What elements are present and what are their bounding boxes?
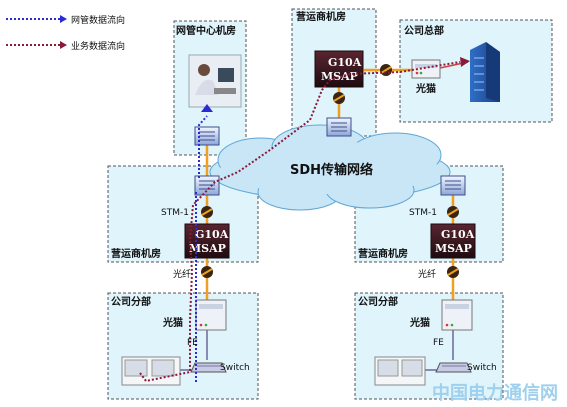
nms-flow-path <box>195 115 208 382</box>
svg-text:G10A: G10A <box>328 56 362 69</box>
stm1-left-label: STM-1 <box>161 208 189 218</box>
svg-text:G10A: G10A <box>195 228 229 241</box>
fiber-left-label: 光纤 <box>173 268 191 280</box>
legend-nms-arrow-icon <box>60 15 67 23</box>
switch-left-label: Switch <box>220 363 250 373</box>
fe-left-label: FE <box>187 338 198 348</box>
sdh-label: SDH传输网络 <box>290 162 373 178</box>
stm1-right-label: STM-1 <box>409 208 437 218</box>
optical-cat-hq-label: 光猫 <box>415 82 436 95</box>
legend-service-label: 业务数据流向 <box>71 40 125 52</box>
msap-top: G10A MSAP <box>314 50 364 88</box>
switch-right-icon <box>435 362 472 373</box>
svg-text:MSAP: MSAP <box>435 242 472 255</box>
watermark: 中国电力通信网 <box>432 382 558 404</box>
room-branch-right-label: 公司分部 <box>358 295 398 308</box>
branch-left-pc-icon <box>121 356 181 386</box>
sdh-node-nms-icon <box>194 126 220 146</box>
sdh-node-right-icon <box>440 175 466 196</box>
room-carrier-right-label: 营运商机房 <box>358 247 408 260</box>
sdh-node-left-icon <box>194 175 220 196</box>
sdh-cloud <box>209 124 451 211</box>
optical-cat-left-label: 光猫 <box>162 316 183 329</box>
hq-building-icon <box>470 42 500 102</box>
nms-flow-arrow-icon <box>201 104 213 112</box>
room-carrier-top-label: 营运商机房 <box>296 10 346 23</box>
svg-text:G10A: G10A <box>441 228 475 241</box>
fe-right-label: FE <box>433 338 444 348</box>
orange-links <box>205 68 455 300</box>
legend-nms-label: 网管数据流向 <box>71 14 125 26</box>
room-nms-center-label: 网管中心机房 <box>176 24 236 37</box>
switch-left-icon <box>190 362 227 373</box>
msap-left: G10A MSAP <box>184 223 230 259</box>
service-flow-arrow-icon <box>460 57 470 67</box>
optical-cat-right-icon <box>441 299 473 331</box>
link-jumper-icons <box>201 64 459 278</box>
legend-service-arrow-icon <box>60 41 67 49</box>
fiber-right-label: 光纤 <box>418 268 436 280</box>
svg-text:MSAP: MSAP <box>321 70 358 83</box>
sdh-node-top-icon <box>326 117 352 137</box>
optical-cat-left-icon <box>195 299 227 331</box>
svg-text:MSAP: MSAP <box>189 242 226 255</box>
nms-operator-icon <box>188 54 242 108</box>
service-flow-path <box>139 61 461 383</box>
optical-cat-right-label: 光猫 <box>409 316 430 329</box>
branch-right-pc-icon <box>374 356 426 386</box>
room-hq-label: 公司总部 <box>404 24 444 37</box>
msap-right: G10A MSAP <box>430 223 476 259</box>
room-branch-left-label: 公司分部 <box>111 295 151 308</box>
room-carrier-left-label: 营运商机房 <box>111 247 161 260</box>
switch-right-label: Switch <box>467 363 497 373</box>
